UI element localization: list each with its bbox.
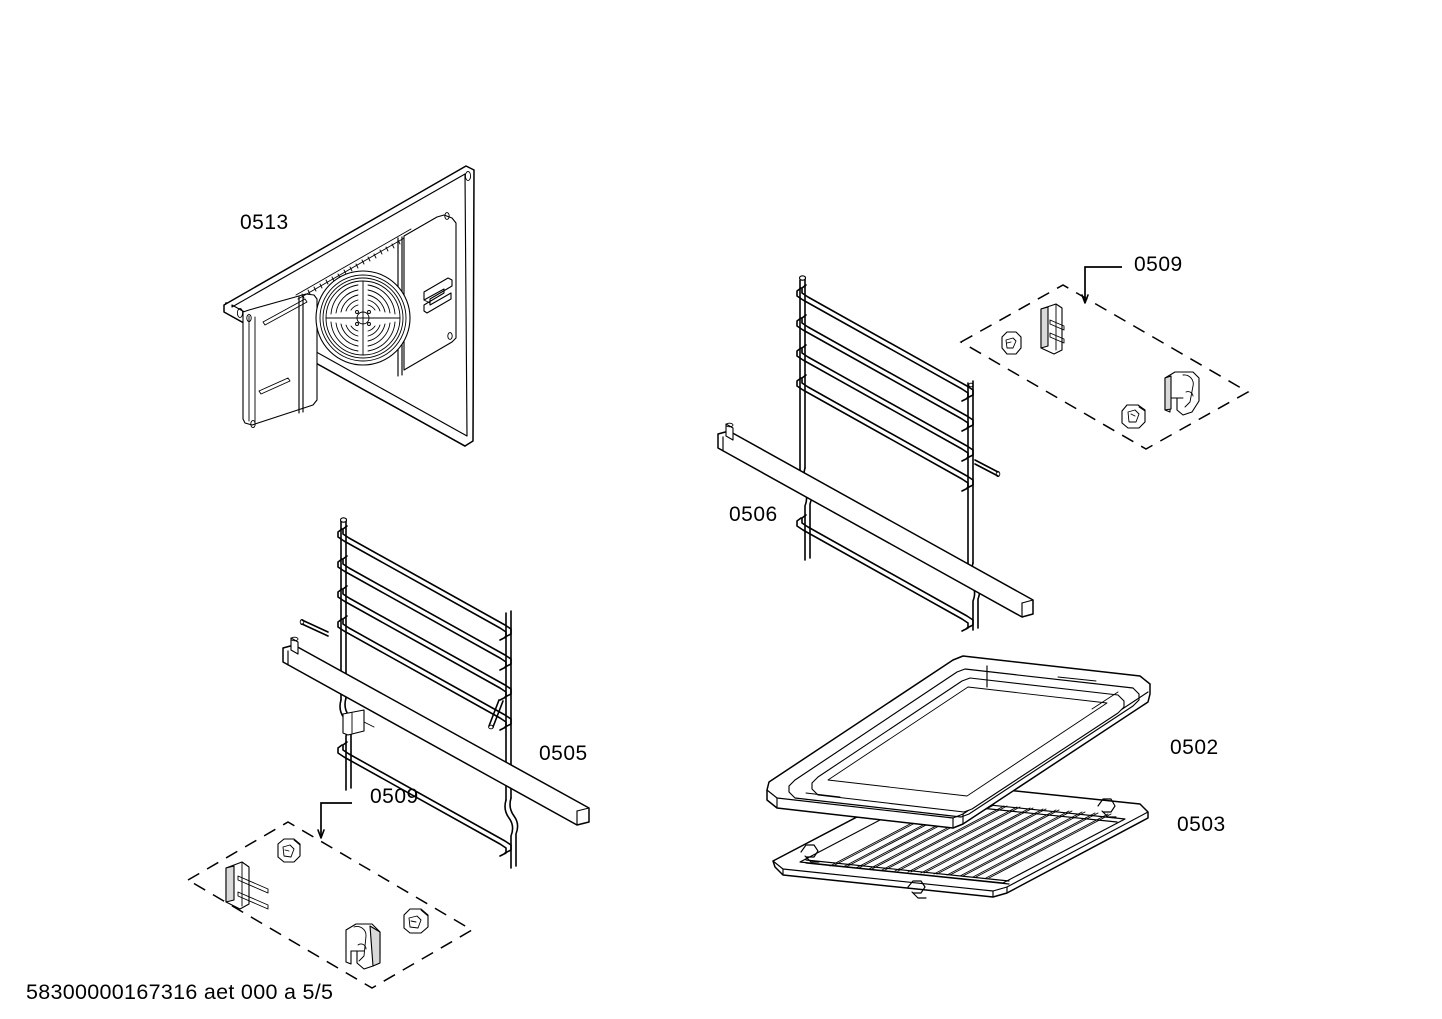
part-0509-clips-upper-right[interactable]: 0509 [959, 253, 1250, 450]
rail-0506-post-cap [798, 275, 807, 281]
grid-wires [829, 801, 1112, 879]
mounting-hole-left-bottom [250, 419, 256, 429]
part-0502-baking-tray[interactable]: 0502 [766, 655, 1219, 829]
rail-0506-stub-wire-b [974, 463, 999, 477]
clip-box-upper-right-leader-arrow [1081, 294, 1089, 304]
hook-clip-b [345, 923, 381, 970]
rail-0506-stub-wire [974, 459, 999, 473]
clip-box-upper-right-outline [959, 284, 1250, 450]
rail-0506-rear-pin [968, 382, 974, 388]
mounting-hole-right-top [464, 171, 472, 181]
grommet-clip-b [1121, 404, 1146, 429]
bracket-clip-b [225, 861, 269, 910]
tray-bottom-surface [827, 686, 1108, 797]
rail-0505-mounting-tab [342, 709, 375, 736]
part-label-0509-lower-left: 0509 [370, 785, 419, 808]
rail-0505-stub-right [488, 699, 500, 727]
part-label-0503: 0503 [1177, 813, 1226, 836]
hook-clip-a [1164, 371, 1200, 416]
part-label-0513: 0513 [240, 211, 289, 234]
rail-0505-stub-right-cap [488, 724, 494, 730]
rail-0505-post-rear-kink-b [509, 797, 519, 867]
rail-0505-side-bar [282, 636, 590, 826]
right-plate-latch [423, 277, 453, 314]
footer-document-code: 58300000167316 aet 000 a 5/5 [26, 980, 333, 1004]
rail-0505-post-rear-kink [504, 799, 514, 869]
part-label-0505: 0505 [539, 742, 588, 765]
mounting-hole-right-2 [444, 212, 450, 220]
rail-0505-post-cap [339, 517, 348, 523]
part-0506-right-rail[interactable]: 0506 [717, 275, 1034, 632]
rail-0506-shelf-levels [796, 284, 974, 632]
grid-cross-wire-front [805, 859, 1010, 882]
left-plate-slot [258, 377, 291, 395]
tray-rim-band [788, 668, 1140, 818]
tray-inner-well [811, 677, 1125, 813]
mounting-hole-right-bottom [447, 332, 453, 340]
part-label-0502: 0502 [1170, 736, 1219, 759]
top-vent-hatching [295, 228, 414, 300]
clip-box-lower-left-leader-arrow [317, 829, 325, 839]
part-0509-clips-lower-left[interactable]: 0509 [186, 785, 474, 989]
rail-0505-stub-right-b [492, 700, 504, 728]
grid-stop-hooks [800, 798, 1117, 899]
rail-0505-stub-left-b [301, 623, 329, 637]
part-0503-wire-grid[interactable]: 0503 [772, 781, 1226, 899]
panel-inner-edge [231, 173, 468, 437]
tray-highlight-front [805, 792, 841, 798]
rail-0505-stub-left-cap [299, 618, 305, 626]
tray-highlight-back [1057, 676, 1097, 682]
clip-box-lower-left-leader [320, 802, 352, 836]
clip-box-lower-left-outline [186, 821, 474, 989]
mounting-hole-left-2 [246, 313, 252, 323]
mounting-hole-left-top [236, 308, 244, 318]
part-label-0509-upper-right: 0509 [1134, 253, 1183, 276]
rail-0505-shelf-levels [337, 525, 512, 857]
part-0513-rear-panel[interactable]: 0513 [223, 165, 475, 447]
left-plate-upper-slot [262, 298, 308, 326]
part-label-0506: 0506 [729, 503, 778, 526]
tray-highlight-right [1091, 691, 1119, 710]
rail-0506-stub-cap [995, 470, 1001, 478]
grommet-clip-a [1001, 331, 1022, 355]
part-0505-left-rail[interactable]: 0505 [282, 517, 590, 869]
left-cover-plate [242, 293, 318, 426]
grommet-clip-c [277, 838, 301, 863]
grid-cross-wire-front-b [805, 862, 1010, 885]
rail-0506-side-bar [717, 422, 1034, 618]
bracket-clip-a [1040, 303, 1065, 355]
clip-box-upper-right-leader [1084, 266, 1122, 301]
rail-0505-stub-left [301, 619, 329, 633]
grommet-clip-d [403, 908, 429, 934]
fan-grille [315, 270, 411, 366]
